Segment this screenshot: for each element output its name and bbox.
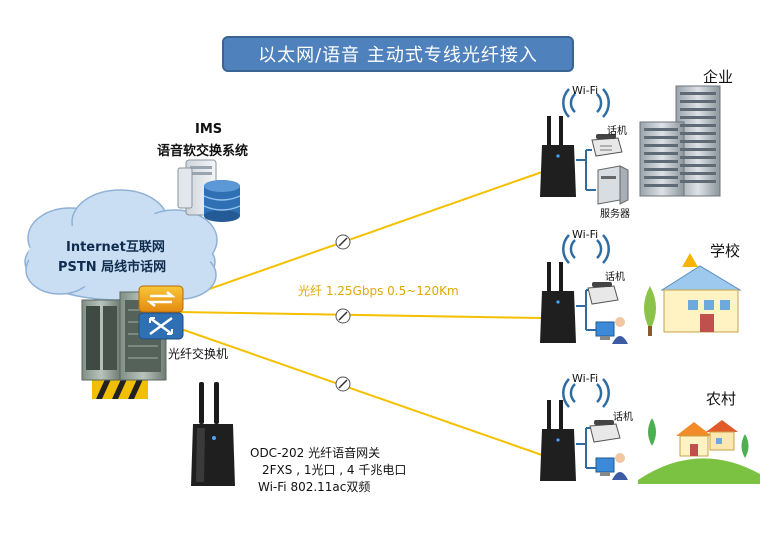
village-houses-icon	[638, 418, 760, 484]
site-village-name: 农村	[706, 390, 737, 408]
fiber-connector-icon	[335, 234, 351, 392]
site-village-wifi: Wi-Fi	[572, 372, 599, 385]
wifi-signal-icon	[562, 234, 610, 264]
device-model-label: ODC-202 光纤语音网关	[250, 446, 381, 460]
office-building-icon	[639, 85, 721, 197]
device-ports-label: 2FXS , 1光口 , 4 千兆电口	[262, 463, 407, 477]
server-icon	[597, 165, 629, 205]
site-school-phone: 话机	[605, 272, 625, 283]
desk-phone-icon	[587, 282, 619, 305]
desk-phone-icon	[591, 134, 623, 157]
site-village-phone: 话机	[613, 412, 633, 423]
server-database-icon	[177, 159, 241, 222]
optical-switch-icon	[138, 285, 184, 340]
site-enterprise-wifi: Wi-Fi	[572, 84, 599, 97]
site-school	[540, 234, 742, 344]
cloud-label-internet: Internet互联网	[66, 240, 165, 255]
site-school-name: 学校	[710, 242, 741, 260]
site-enterprise	[540, 85, 721, 205]
site-enterprise-name: 企业	[703, 68, 734, 86]
cloud-label-pstn: PSTN 局线市话网	[58, 260, 167, 275]
pc-user-icon	[595, 453, 628, 480]
wifi-signal-icon	[562, 88, 610, 118]
ims-label: IMS	[195, 122, 223, 137]
fiber-lines	[177, 171, 543, 456]
fiber-line-village	[177, 327, 543, 456]
pc-user-icon	[595, 317, 628, 344]
wifi-signal-icon	[562, 378, 610, 408]
page-title: 以太网/语音 主动式专线光纤接入	[222, 36, 574, 72]
fiber-label: 光纤 1.25Gbps 0.5~120Km	[298, 284, 459, 298]
site-enterprise-phone: 话机	[607, 126, 627, 137]
desk-phone-icon	[589, 420, 621, 443]
switch-label: 光纤交换机	[168, 347, 229, 361]
gateway-device-icon	[191, 382, 235, 486]
site-school-wifi: Wi-Fi	[572, 228, 599, 241]
device-wifi-label: Wi-Fi 802.11ac双频	[258, 480, 371, 494]
site-village	[540, 378, 760, 484]
site-enterprise-server: 服务器	[600, 209, 630, 220]
ims-subtitle: 语音软交换系统	[157, 144, 249, 159]
fiber-line-enterprise	[177, 171, 543, 301]
fiber-line-school	[177, 311, 543, 319]
school-building-icon	[644, 253, 742, 336]
